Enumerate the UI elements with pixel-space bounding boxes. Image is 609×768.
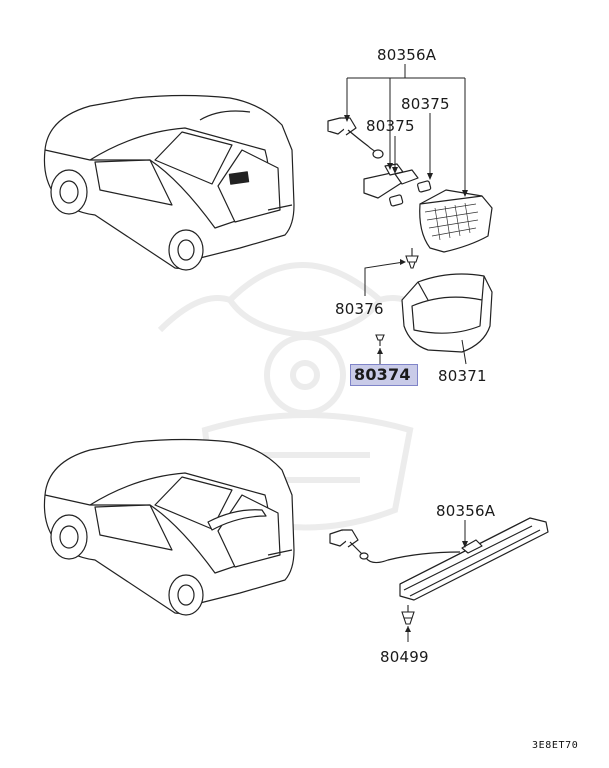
arrowhead-80499 <box>405 626 411 632</box>
part-label-80356A-bottom[interactable]: 80356A <box>436 502 496 520</box>
screw-80499 <box>401 605 415 625</box>
part-label-80375-a[interactable]: 80375 <box>401 95 450 113</box>
part-label-80374-highlighted[interactable]: 80374 <box>350 364 418 386</box>
leader-80371 <box>461 339 467 365</box>
arrowhead-80374 <box>377 348 383 354</box>
leader-80376 <box>364 261 405 296</box>
lens-cover-80371 <box>401 273 493 353</box>
lamp-assembly-top <box>327 117 493 253</box>
arrowheads-top <box>344 115 468 197</box>
screw-80374 <box>375 334 385 346</box>
leader-lines-top <box>346 64 466 195</box>
arrowhead-80376 <box>400 259 406 265</box>
part-label-80375-b[interactable]: 80375 <box>366 117 415 135</box>
diagram-code: 3E8ET70 <box>532 740 579 751</box>
car-illustration-bottom <box>43 438 295 616</box>
part-label-80499[interactable]: 80499 <box>380 648 429 666</box>
screw-80376 <box>405 248 419 269</box>
part-label-80356A-top[interactable]: 80356A <box>377 46 437 64</box>
lamp-assembly-bottom <box>329 517 549 601</box>
arrowhead-80356A-bottom <box>462 541 468 548</box>
car-illustration-top <box>43 94 295 271</box>
part-label-80371[interactable]: 80371 <box>438 367 487 385</box>
part-label-80376[interactable]: 80376 <box>335 300 384 318</box>
